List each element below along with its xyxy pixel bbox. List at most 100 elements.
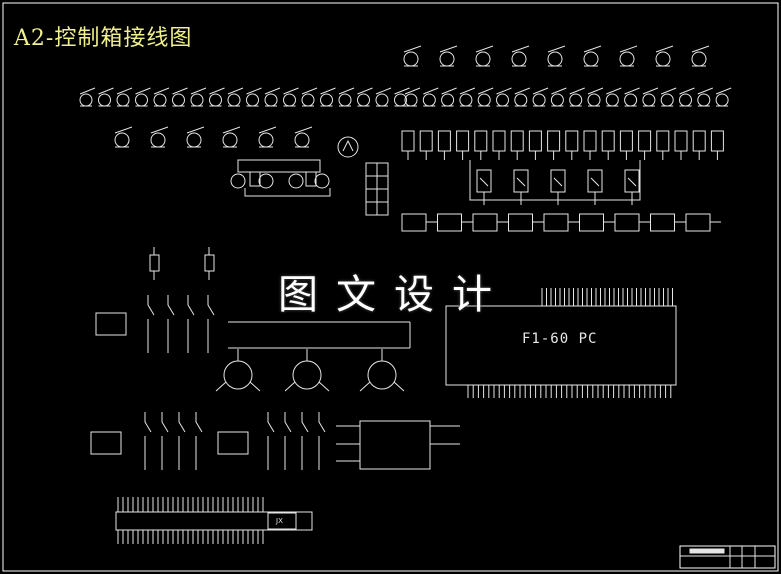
right-indicator-lamp-9 [550,93,564,107]
left-signal-lamp-4 [222,132,238,148]
right-indicator-lamp-4 [459,93,473,107]
top-indicator-lamp-7 [619,51,635,67]
relay-block-5 [474,130,488,152]
terminal-box-2 [437,213,462,232]
left-indicator-lamp-11 [264,93,278,107]
terminal-box-6 [579,213,604,232]
contactor-3 [550,169,566,193]
terminal-strip [115,511,313,531]
contactor-1 [476,169,492,193]
left-indicator-lamp-15 [338,93,352,107]
left-indicator-lamp-4 [135,93,148,107]
left-signal-lamp-3 [186,132,202,148]
right-indicator-lamp-11 [587,93,601,107]
relay-coil-2 [204,254,215,272]
relay-block-3 [437,130,451,152]
right-indicator-lamp-14 [642,93,656,107]
top-indicator-lamp-5 [547,51,563,67]
contactor-km2 [90,431,122,455]
right-indicator-lamp-5 [477,93,491,107]
right-indicator-lamp-12 [605,93,619,107]
left-lamp-row-2 [114,126,313,148]
contactor-row [469,160,641,205]
relay-block-2 [419,130,433,152]
left-signal-lamp-6 [294,132,310,148]
left-indicator-lamp-8 [209,93,222,107]
left-indicator-lamp-13 [301,93,315,107]
motor-1 [223,360,253,390]
relay-block-8 [528,130,542,152]
contactor-2 [513,169,529,193]
relay-block-14 [638,130,652,152]
top-indicator-lamp-6 [583,51,599,67]
terminal-box-1 [401,213,427,232]
left-indicator-lamp-12 [283,93,296,107]
terminal-box-3 [472,213,498,232]
left-indicator-lamp-2 [98,93,111,107]
motor-wiring-bus [228,321,411,349]
top-indicator-lamp-3 [475,51,491,67]
contactor-5 [624,169,640,193]
right-indicator-lamp-6 [496,93,509,107]
plc-unit [445,305,677,386]
right-indicator-lamp-10 [569,93,583,107]
relay-block-16 [674,130,688,152]
top-indicator-lamp-9 [691,51,707,67]
terminal-box-7 [614,213,640,232]
relay-block-row [401,130,724,160]
right-indicator-lamp-8 [532,93,546,107]
right-indicator-lamp-15 [660,93,674,107]
relay-block-10 [565,130,579,152]
right-indicator-lamp-7 [514,93,528,107]
left-indicator-lamp-1 [79,93,93,107]
terminal-box-5 [543,213,569,232]
relay-block-12 [601,130,615,152]
right-lamp-row [404,87,732,107]
right-indicator-lamp-17 [697,93,711,107]
right-indicator-lamp-16 [679,93,692,107]
left-indicator-lamp-14 [320,93,333,107]
left-indicator-lamp-7 [190,93,204,107]
top-indicator-lamp-1 [403,51,419,67]
left-lamp-row [79,87,410,107]
watermark-text: 图文设计 [278,272,510,318]
drawing-title: A2-控制箱接线图 [14,26,193,51]
left-indicator-lamp-5 [153,93,167,107]
relay-block-13 [619,130,633,152]
plc-label: F1-60 PC [522,331,598,347]
left-indicator-lamp-17 [375,93,389,107]
terminal-box-4 [508,213,533,232]
left-indicator-lamp-10 [246,93,259,107]
contactor-4 [587,169,603,193]
contactor-km3 [217,431,249,455]
motor-2 [292,360,322,390]
right-indicator-lamp-3 [441,93,455,107]
relay-block-6 [492,130,506,152]
relay-block-11 [583,130,597,152]
relay-block-18 [710,130,724,152]
left-indicator-lamp-6 [172,93,185,107]
contactor-km1 [95,312,127,336]
right-indicator-lamp-18 [715,93,729,107]
left-signal-lamp-1 [114,132,130,148]
left-signal-lamp-5 [258,132,274,148]
left-indicator-lamp-16 [357,93,370,107]
right-indicator-lamp-13 [624,93,638,107]
left-indicator-lamp-9 [227,93,241,107]
motor-3 [367,360,397,390]
top-indicator-lamp-2 [439,51,455,67]
selector-switch [337,136,359,158]
left-indicator-lamp-3 [116,93,130,107]
left-signal-lamp-2 [150,132,166,148]
top-indicator-lamp-4 [511,51,527,67]
top-indicator-lamp-8 [655,51,671,67]
relay-coil-1 [149,254,160,272]
relay-block-17 [692,130,706,152]
right-indicator-lamp-2 [422,93,436,107]
lamp-group-bus [237,159,321,173]
title-block [679,545,776,569]
relay-block-7 [510,130,524,152]
top-lamp-row [403,45,710,67]
